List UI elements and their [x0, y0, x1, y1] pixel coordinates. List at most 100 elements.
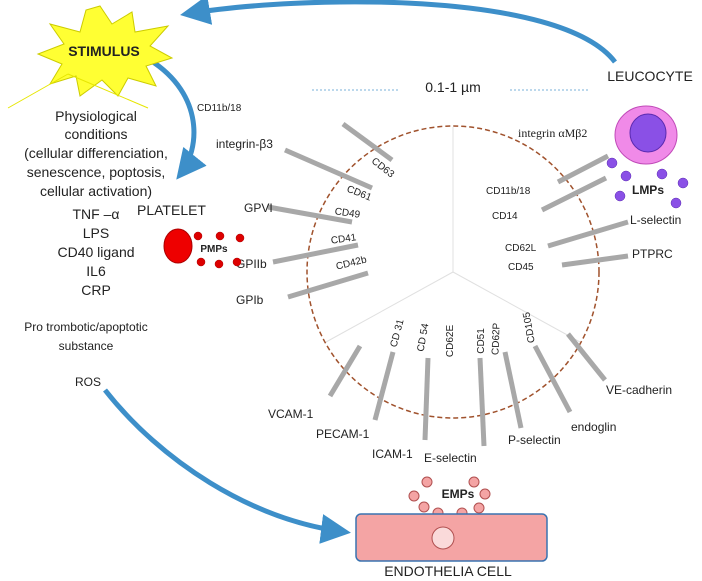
lmp-particle [620, 170, 632, 182]
label-cd42b: CD42b [335, 254, 368, 272]
label-ve-cadherin: VE-cadherin [606, 383, 672, 397]
lmp-particle [606, 157, 618, 169]
endothelia-label: ENDOTHELIA CELL [384, 563, 512, 579]
pmp-particle [232, 257, 242, 267]
marker-bar-ve-cadherin [566, 332, 607, 382]
label-ptprc: PTPRC [632, 247, 673, 261]
stimulus-label: STIMULUS [68, 43, 140, 59]
label-gpiib: GPIIb [236, 257, 267, 271]
label-cd62p: CD62P [490, 322, 502, 355]
pmp-particle [214, 259, 224, 269]
label-cd62l: CD62L [505, 243, 537, 254]
stimulus-burst [36, 5, 174, 97]
marker-bar-cd105 [532, 344, 573, 414]
pro-line: Pro trombotic/apoptotic [24, 320, 147, 334]
arrow-ros-to-endothelia [103, 388, 351, 544]
marker-bar-cd14 [540, 175, 608, 213]
label-cd11b18-leuco: CD11b/18 [486, 186, 531, 197]
label-cd62e: CD62E [445, 325, 456, 358]
marker-bar-cd54 [372, 351, 396, 421]
lmp-particle [614, 190, 626, 202]
pmp-particle [193, 231, 203, 241]
label-endoglin: endoglin [571, 420, 616, 434]
lmps-label: LMPs [632, 183, 664, 197]
label-cd11b18-platelet: CD11b/18 [197, 103, 242, 114]
stimulus-connector [7, 73, 69, 109]
endothelia-nucleus [431, 526, 455, 550]
marker-bar-cd45 [561, 253, 629, 268]
arrow-leucocyte-to-stimulus [180, 0, 617, 64]
pmp-particle [215, 231, 225, 241]
marker-bar-cd41 [272, 242, 359, 265]
marker-bar-cd31 [327, 344, 363, 398]
condition-line: (cellular differenciation, [24, 145, 168, 161]
sector-divider-right [452, 271, 581, 343]
marker-bar-cd62l [547, 219, 629, 249]
marker-bar-cd51 [477, 357, 487, 447]
marker-bar-cd42b [287, 270, 369, 300]
factor-cd40: CD40 ligand [57, 244, 134, 260]
label-icam1: ICAM-1 [372, 447, 413, 461]
label-integrin-am-b2: integrin αMβ2 [518, 126, 587, 140]
marker-bar-cd62p [502, 351, 524, 429]
label-vcam1: VCAM-1 [268, 407, 314, 421]
label-cd105: CD105 [521, 311, 537, 344]
emp-particle [468, 476, 480, 488]
lmp-particles [606, 157, 689, 209]
label-pecam1: PECAM-1 [316, 427, 370, 441]
leucocyte-label: LEUCOCYTE [607, 68, 693, 84]
condition-line: Physiological [55, 108, 137, 124]
microparticle-circle [306, 125, 600, 419]
marker-bar-cd61 [283, 147, 374, 191]
label-integrin-b3: integrin-β3 [216, 137, 273, 151]
emp-particle [421, 476, 433, 488]
factor-crp: CRP [81, 282, 111, 298]
factor-il6: IL6 [86, 263, 106, 279]
label-cd49: CD49 [334, 206, 361, 221]
condition-line: conditions [64, 126, 127, 142]
pro-line: substance [59, 339, 114, 353]
emp-particle [408, 490, 420, 502]
lmp-particle [670, 197, 682, 209]
ros-label: ROS [75, 375, 101, 389]
platelet-cell [163, 228, 193, 264]
label-l-selectin: L-selectin [630, 213, 681, 227]
marker-bar-cd63 [341, 121, 394, 163]
marker-bar-cd11b18-leuco [556, 153, 610, 185]
factor-lps: LPS [83, 225, 109, 241]
size-label: 0.1-1 µm [425, 79, 481, 95]
label-cd54: CD 54 [416, 322, 432, 352]
pmps-label: PMPs [200, 244, 228, 255]
label-e-selectin: E-selectin [424, 451, 477, 465]
pmp-particle [196, 257, 206, 267]
conditions-block: Physiological conditions (cellular diffe… [24, 108, 168, 389]
label-cd45: CD45 [508, 262, 534, 273]
emp-particles [408, 476, 491, 519]
sector-divider-left [325, 271, 454, 343]
emp-particle [479, 488, 491, 500]
marker-bar-cd49 [267, 204, 353, 225]
emps-label: EMPs [442, 487, 475, 501]
emp-particle [418, 501, 430, 513]
arrow-stimulus-to-platelet [148, 57, 207, 180]
lmp-particle [656, 168, 668, 180]
pmp-particle [235, 233, 245, 243]
label-p-selectin: P-selectin [508, 433, 561, 447]
emp-particle [473, 502, 485, 514]
stimulus-connector-2 [67, 73, 149, 109]
platelet-label: PLATELET [137, 202, 206, 218]
label-gpvi: GPVI [244, 201, 273, 215]
label-cd51: CD51 [476, 328, 487, 354]
label-cd41: CD41 [330, 232, 357, 247]
pmp-particles [193, 231, 245, 269]
leucocyte-nucleus [629, 113, 667, 153]
lmp-particle [677, 177, 689, 189]
condition-line: senescence, poptosis, [27, 164, 166, 180]
label-cd31: CD 31 [389, 318, 407, 349]
label-cd14: CD14 [492, 211, 518, 222]
label-gpib: GPIb [236, 293, 264, 307]
condition-line: cellular activation) [40, 183, 152, 199]
marker-bar-cd62e [422, 357, 431, 441]
factor-tnf: TNF –α [73, 206, 120, 222]
